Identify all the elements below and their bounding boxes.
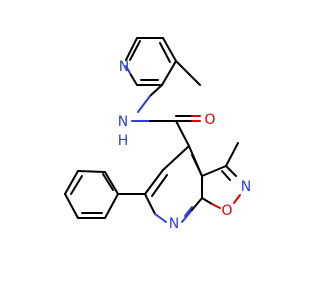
bond xyxy=(211,203,221,209)
methyl-bond xyxy=(175,60,201,86)
bond xyxy=(181,209,193,223)
pyridine-nitrogen-label: N xyxy=(119,59,129,75)
bond xyxy=(104,171,119,195)
methyl-bond xyxy=(225,142,239,167)
bond xyxy=(151,174,168,197)
bond xyxy=(104,193,119,219)
amide-hydrogen-label: H xyxy=(118,133,129,149)
molecule-structure: N N H O N xyxy=(64,37,251,232)
bond xyxy=(125,65,132,76)
isoxazolopyridine-core: N O N xyxy=(144,142,251,232)
bond xyxy=(70,175,83,195)
bond xyxy=(129,40,141,61)
bond xyxy=(201,197,213,205)
isoxazole-oxygen-label: O xyxy=(221,203,232,219)
bond xyxy=(191,197,203,211)
core-pyridine-nitrogen-label: N xyxy=(169,216,179,232)
bond xyxy=(233,194,241,204)
bond xyxy=(184,206,193,217)
bond xyxy=(64,193,79,219)
bond xyxy=(191,154,203,177)
amide-linker: N H O xyxy=(118,84,216,149)
methylpyridine-ring: N xyxy=(119,37,201,86)
bond xyxy=(161,60,177,86)
bond xyxy=(144,193,156,215)
bond xyxy=(137,95,151,113)
bond xyxy=(159,42,171,63)
bond xyxy=(125,37,138,61)
bond xyxy=(102,173,114,191)
carbonyl-oxygen-label: O xyxy=(204,112,215,128)
bond xyxy=(162,145,190,171)
bond xyxy=(175,120,190,147)
bond xyxy=(162,37,177,62)
bond xyxy=(221,170,231,181)
bond xyxy=(77,170,106,173)
bond xyxy=(201,165,227,177)
bond xyxy=(149,84,163,97)
amide-nitrogen-label: N xyxy=(118,114,128,130)
bond xyxy=(64,170,79,195)
isoxazole-nitrogen-label: N xyxy=(241,179,251,195)
bond xyxy=(154,213,167,223)
phenyl-ring xyxy=(64,170,146,219)
molecule-canvas: N N H O N xyxy=(64,37,251,232)
bond xyxy=(225,165,237,177)
bond xyxy=(130,74,138,86)
bond xyxy=(144,169,164,195)
